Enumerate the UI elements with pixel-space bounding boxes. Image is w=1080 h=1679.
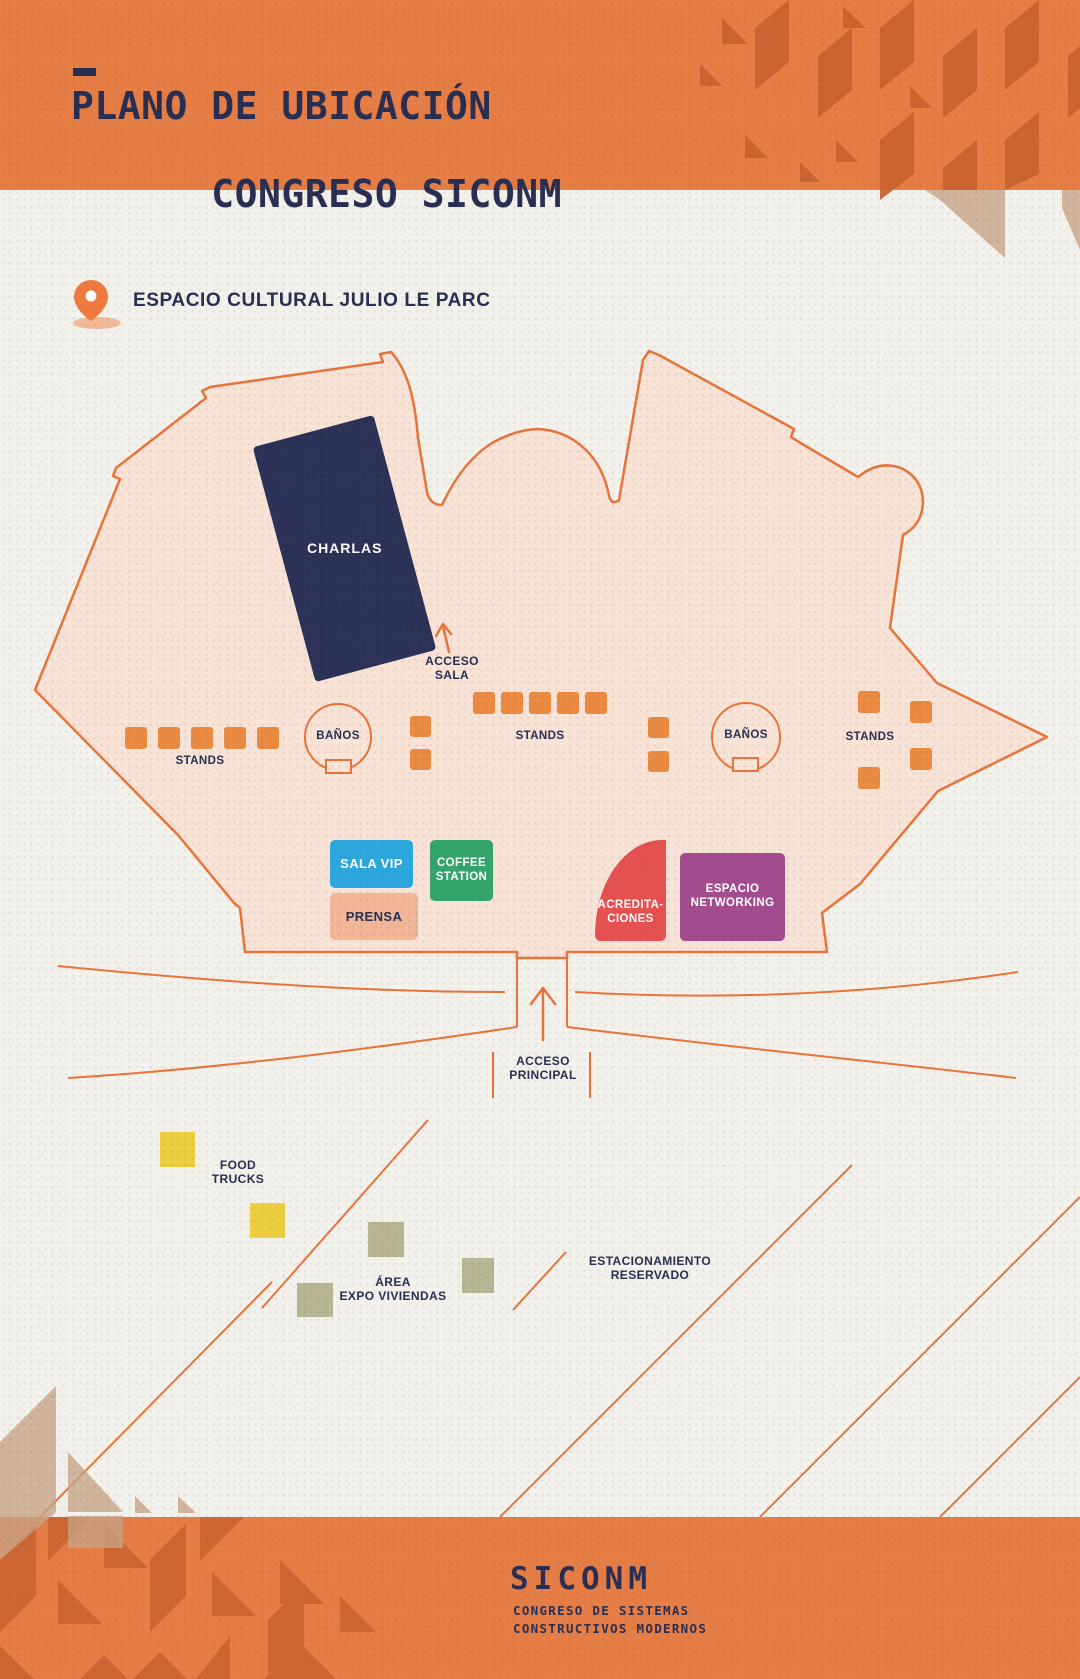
acceso-sala-arrow: [434, 622, 453, 654]
stand-markers: [125, 691, 932, 789]
bathroom-circles: [304, 702, 781, 774]
header-band: PLANO DE UBICACIÓN CONGRESO SICONM: [0, 0, 1080, 216]
title-line1: PLANO DE UBICACIÓN: [71, 84, 492, 128]
road-lines: [57, 956, 1019, 1098]
header-geometric-pattern: [700, 0, 1080, 200]
label-stands-center: STANDS: [515, 730, 565, 742]
location-pin-icon: [73, 280, 121, 329]
expo-viviendas-markers: [297, 1222, 494, 1317]
building-outline: [33, 349, 1049, 960]
room-acreditaciones-label: ACREDITA-CIONES: [597, 899, 664, 926]
title-line2: CONGRESO SICONM: [211, 172, 562, 216]
label-banos-left: BAÑOS: [316, 730, 360, 742]
food-truck-markers: [160, 1132, 285, 1238]
venue-name: ESPACIO CULTURAL JULIO LE PARC: [133, 290, 491, 311]
footer-brand: SICONM: [510, 1561, 652, 1597]
label-banos-right: BAÑOS: [724, 729, 768, 741]
acceso-principal-arrow: [529, 986, 557, 1042]
page-title: PLANO DE UBICACIÓN CONGRESO SICONM: [71, 84, 562, 216]
room-sala-vip-label: SALA VIP: [340, 856, 403, 872]
title-dash: [73, 68, 96, 76]
footer-geometric-pattern: [0, 1517, 376, 1679]
parking-lines: [39, 1119, 1080, 1518]
room-prensa-label: PRENSA: [345, 908, 403, 924]
room-prensa: PRENSA: [330, 893, 418, 940]
label-stands-right: STANDS: [845, 731, 895, 743]
siconm-logo-icon: [396, 1557, 506, 1649]
room-charlas-label: CHARLAS: [306, 540, 383, 557]
label-stands-left: STANDS: [175, 755, 225, 767]
room-sala-vip: SALA VIP: [330, 840, 413, 888]
tan-decor-shapes: [0, 190, 1080, 1560]
venue-row: ESPACIO CULTURAL JULIO LE PARC: [0, 270, 1080, 330]
